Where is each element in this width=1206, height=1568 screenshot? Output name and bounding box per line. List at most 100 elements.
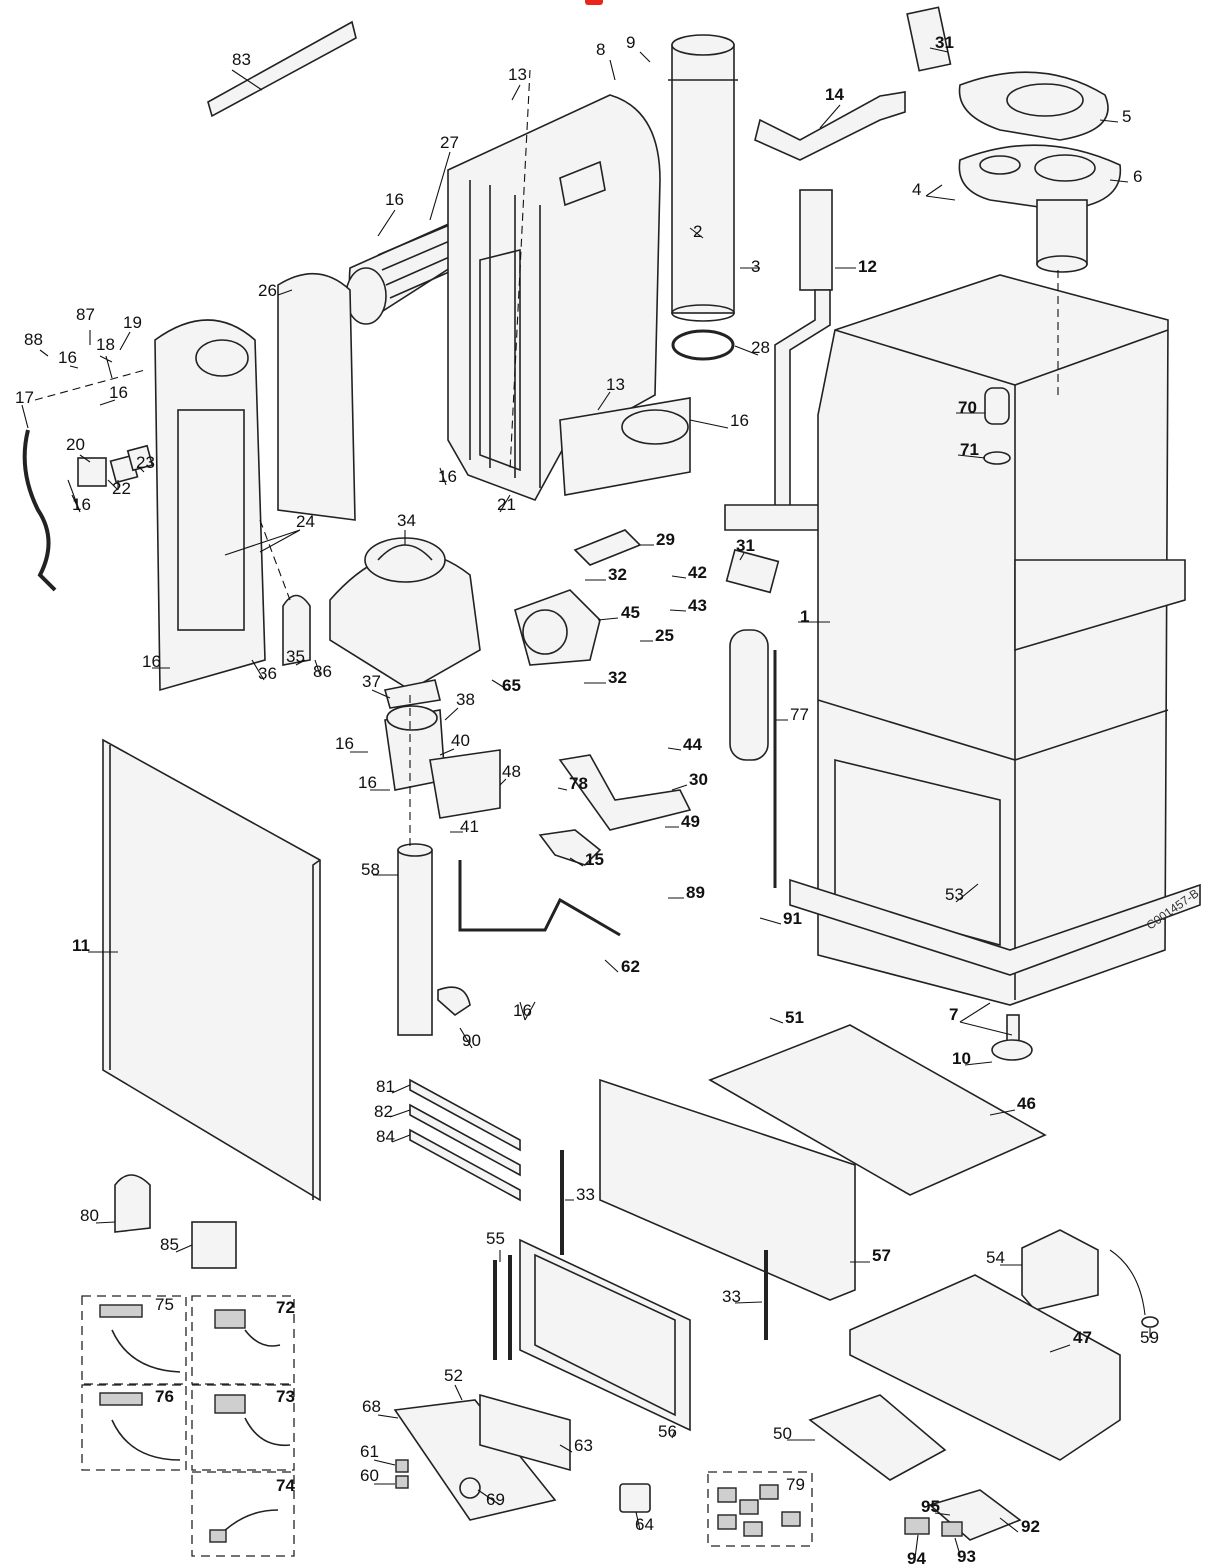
part-label-8: 8 <box>596 40 605 59</box>
part-label-2: 2 <box>693 222 702 241</box>
part-label-68: 68 <box>362 1397 381 1416</box>
part-label-14: 14 <box>825 85 844 104</box>
part-label-65: 65 <box>502 676 521 695</box>
part-label-69: 69 <box>486 1490 505 1509</box>
part-30-pipe <box>558 754 692 831</box>
part-label-35: 35 <box>286 647 305 666</box>
part-label-75: 75 <box>155 1295 174 1314</box>
part-label-13: 13 <box>508 65 527 84</box>
leader-lines <box>21 47 1151 1559</box>
part-label-16: 16 <box>438 467 457 486</box>
part-80-cap <box>114 1174 151 1233</box>
part-label-62: 62 <box>621 957 640 976</box>
part-label-25: 25 <box>655 626 674 645</box>
part-3-flue <box>668 34 738 322</box>
part-label-60: 60 <box>360 1466 379 1485</box>
part-label-42: 42 <box>688 563 707 582</box>
part-62-gas-pipe <box>458 860 621 937</box>
part-label-16: 16 <box>72 495 91 514</box>
part-label-55: 55 <box>486 1229 505 1248</box>
part-label-57: 57 <box>872 1246 891 1265</box>
part-label-23: 23 <box>136 453 155 472</box>
part-label-72: 72 <box>276 1298 295 1317</box>
part-label-24: 24 <box>296 512 315 531</box>
part-label-77: 77 <box>790 705 809 724</box>
kit-cables <box>99 1304 801 1543</box>
part-drawings <box>21 6 1201 1559</box>
part-label-33: 33 <box>576 1185 595 1204</box>
part-label-59: 59 <box>1140 1328 1159 1347</box>
part-label-10: 10 <box>952 1049 971 1068</box>
part-label-19: 19 <box>123 313 142 332</box>
part-label-89: 89 <box>686 883 705 902</box>
part-label-94: 94 <box>907 1549 926 1568</box>
part-58-air-tube <box>397 843 471 1036</box>
part-label-12: 12 <box>858 257 877 276</box>
part-label-76: 76 <box>155 1387 174 1406</box>
part-label-4: 4 <box>912 180 921 199</box>
part-31-gasket-top <box>906 6 952 72</box>
part-label-40: 40 <box>451 731 470 750</box>
part-label-51: 51 <box>785 1008 804 1027</box>
part-label-31: 31 <box>736 536 755 555</box>
part-label-78: 78 <box>569 774 588 793</box>
part-label-16: 16 <box>385 190 404 209</box>
part-50-pcb <box>808 1394 947 1481</box>
part-34-fan <box>329 537 481 691</box>
part-label-32: 32 <box>608 668 627 687</box>
part-label-38: 38 <box>456 690 475 709</box>
part-label-41: 41 <box>460 817 479 836</box>
part-label-74: 74 <box>276 1476 295 1495</box>
part-label-93: 93 <box>957 1547 976 1566</box>
part-label-27: 27 <box>440 133 459 152</box>
part-label-26: 26 <box>258 281 277 300</box>
part-29-elbow <box>573 529 642 566</box>
kit-76-box <box>81 1384 187 1471</box>
part-label-95: 95 <box>921 1497 940 1516</box>
part-label-16: 16 <box>358 773 377 792</box>
kit-74-box <box>191 1471 295 1557</box>
part-label-58: 58 <box>361 860 380 879</box>
part-46-tray <box>708 1024 1047 1196</box>
part-label-7: 7 <box>949 1005 958 1024</box>
part-81-82-84-rails <box>409 1078 521 1202</box>
part-1-cabinet <box>789 274 1201 1006</box>
part-label-73: 73 <box>276 1387 295 1406</box>
part-label-16: 16 <box>335 734 354 753</box>
part-label-16: 16 <box>109 383 128 402</box>
part-label-63: 63 <box>574 1436 593 1455</box>
part-35-bracket <box>282 594 311 666</box>
part-label-48: 48 <box>502 762 521 781</box>
part-label-16: 16 <box>513 1001 532 1020</box>
part-label-17: 17 <box>15 388 34 407</box>
part-label-64: 64 <box>635 1515 654 1534</box>
part-28-ring <box>671 329 735 361</box>
part-label-3: 3 <box>751 257 760 276</box>
part-label-9: 9 <box>626 33 635 52</box>
part-label-36: 36 <box>258 664 277 683</box>
part-label-21: 21 <box>497 495 516 514</box>
part-label-83: 83 <box>232 50 251 69</box>
part-label-5: 5 <box>1122 107 1131 126</box>
part-label-53: 53 <box>945 885 964 904</box>
part-label-47: 47 <box>1073 1328 1092 1347</box>
part-55-rods <box>493 1255 512 1360</box>
part-54-module <box>1021 1229 1099 1311</box>
part-label-16: 16 <box>142 652 161 671</box>
part-label-92: 92 <box>1021 1517 1040 1536</box>
part-label-11: 11 <box>72 936 90 955</box>
part-77-siphon <box>729 629 777 888</box>
part-label-86: 86 <box>313 662 332 681</box>
kit-73-box <box>191 1384 295 1471</box>
top-edge-mark <box>585 0 603 5</box>
part-label-43: 43 <box>688 596 707 615</box>
part-label-56: 56 <box>658 1422 677 1441</box>
part-label-34: 34 <box>397 511 416 530</box>
part-label-33: 33 <box>722 1287 741 1306</box>
part-93-connector <box>941 1521 963 1537</box>
part-15-elbow <box>538 829 602 866</box>
part-label-49: 49 <box>681 812 700 831</box>
part-label-30: 30 <box>689 770 708 789</box>
part-label-16: 16 <box>58 348 77 367</box>
